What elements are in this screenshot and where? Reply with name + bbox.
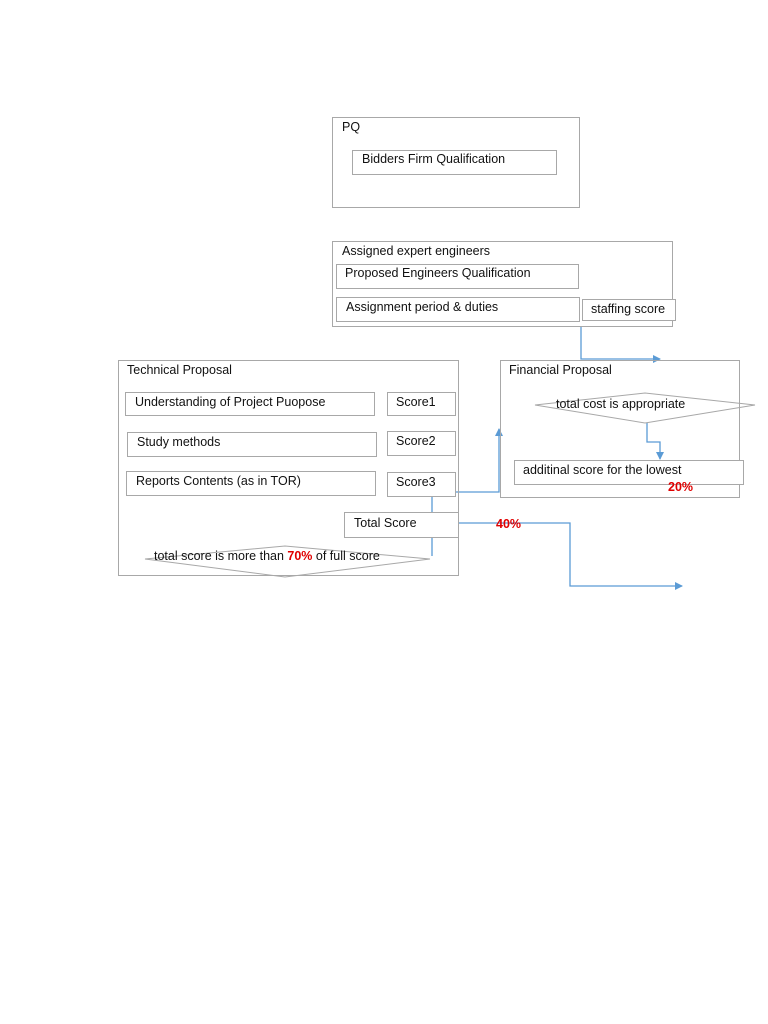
total-score-box [344,512,459,538]
total-score-label: Total Score [354,516,417,530]
technical-item-label: Reports Contents (as in TOR) [136,474,301,488]
firm-qualification-box [352,150,557,175]
connector-staffing-to-financial [504,325,661,363]
experts-title: Assigned expert engineers [342,244,491,258]
threshold-value: 70% [287,549,313,563]
score-label: Score3 [396,475,436,489]
firm-qualification-label: Bidders Firm Qualification [362,152,506,166]
staffing-score-label: staffing score [591,302,666,316]
threshold-suffix: of full score [312,549,380,563]
staffing-score-box [582,299,676,321]
score-box [387,392,456,416]
connector-total-score-right [458,522,683,590]
assignment-period-box [336,297,580,322]
score-label: Score1 [396,395,436,409]
connector-cost-to-additional [646,423,664,460]
score-box [387,431,456,456]
pq-title: PQ [342,120,361,134]
technical-item-box [127,432,377,457]
score-box [387,472,456,497]
assignment-period-label: Assignment period & duties [346,300,499,314]
proposed-qualification-box [336,264,579,289]
threshold-diamond [144,545,431,578]
technical-item-box [126,471,376,496]
proposed-qualification-label: Proposed Engineers Qualification [345,266,531,280]
diagram-viewport: PQ Bidders Firm Qualification Assigned e… [118,117,756,590]
financial-title: Financial Proposal [509,363,612,377]
threshold-prefix: total score is more than [154,549,288,563]
connector-layer [144,325,756,590]
technical-weight-label: 40% [496,517,522,531]
additional-score-pct: 20% [668,480,694,494]
cost-check-label: total cost is appropriate [556,397,686,411]
connector-score-to-financial [431,428,503,512]
technical-title: Technical Proposal [127,363,232,377]
technical-item-label: Understanding of Project Puopose [135,395,326,409]
threshold-text: total score is more than 70% of full sco… [154,549,380,563]
technical-group [118,360,459,576]
additional-score-box [514,460,744,485]
cost-decision-diamond [534,392,756,424]
technical-item-box [125,392,375,416]
score-label: Score2 [396,434,436,448]
technical-item-label: Study methods [137,435,221,449]
additional-score-label: additinal score for the lowest [523,463,682,477]
financial-group [500,360,740,498]
